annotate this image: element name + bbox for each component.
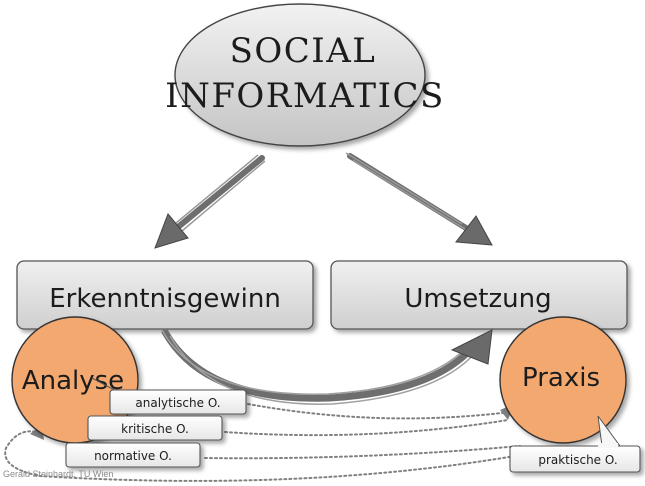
- dotted-arrow-kritische: [224, 419, 509, 437]
- umsetzung-label: Umsetzung: [404, 284, 551, 314]
- tag-normative-label: normative O.: [94, 449, 172, 463]
- arrow-to-umsetzung: [345, 152, 493, 246]
- praxis-node: Praxis: [499, 316, 627, 444]
- title-line-2: INFORMATICS: [165, 76, 445, 116]
- erkenntnisgewinn-label: Erkenntnisgewinn: [49, 284, 281, 314]
- tag-kritische: kritische O.: [87, 415, 223, 441]
- arrow-to-erkenntnisgewinn: [154, 154, 266, 249]
- analyse-to-praxis-arrow: [161, 328, 493, 405]
- footer-credit: Gerald Steinhardt, TU Wien: [3, 469, 114, 479]
- title-ellipse: [174, 3, 426, 147]
- tag-normative: normative O.: [65, 442, 201, 468]
- dotted-arrow-normative: [204, 445, 521, 460]
- dotted-arrow-return: [4, 430, 516, 482]
- umsetzung-box: Umsetzung: [330, 260, 628, 330]
- praxis-circle: [499, 316, 627, 444]
- social-informatics-node: SOCIAL INFORMATICS: [165, 3, 445, 147]
- tag-analytische: analytische O.: [91, 377, 247, 415]
- dotted-feedback-arrows: [4, 403, 521, 482]
- tag-praktische: praktische O.: [509, 415, 641, 473]
- title-line-1: SOCIAL: [230, 31, 377, 71]
- dotted-arrow-analytische: [247, 403, 511, 420]
- analyse-node: Analyse: [11, 316, 139, 444]
- tag-kritische-label: kritische O.: [121, 422, 189, 436]
- praxis-label: Praxis: [522, 363, 600, 393]
- erkenntnisgewinn-box: Erkenntnisgewinn: [16, 260, 314, 330]
- tag-praktische-label: praktische O.: [538, 453, 617, 467]
- analyse-label: Analyse: [22, 366, 124, 396]
- tag-analytische-label: analytische O.: [135, 396, 220, 410]
